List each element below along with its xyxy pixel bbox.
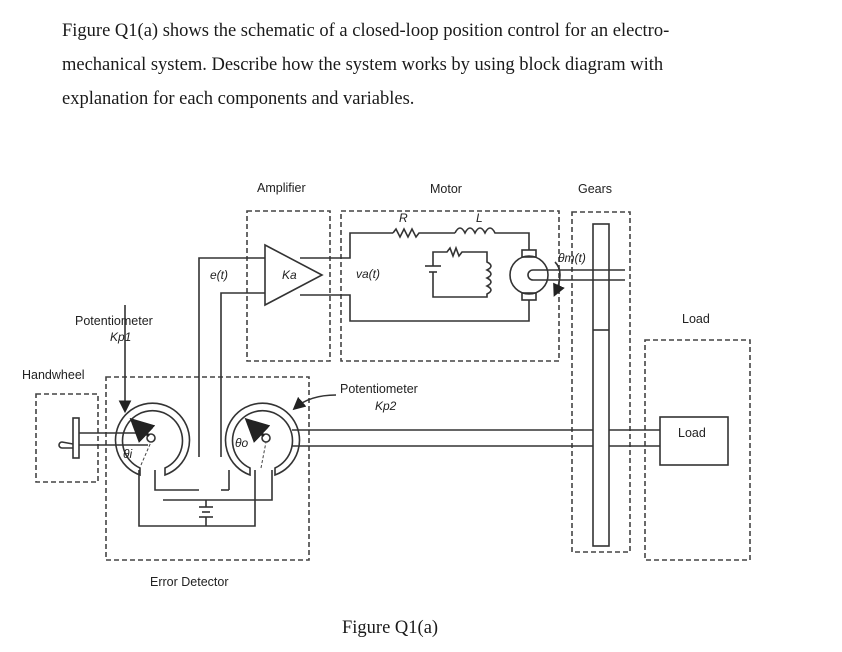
handwheel-icon <box>72 417 80 459</box>
motor-brush-top <box>521 249 537 258</box>
output-shaft-right <box>609 429 660 447</box>
gears-box <box>571 211 631 553</box>
motor-brush-bottom <box>521 292 537 301</box>
handwheel-label: Handwheel <box>22 368 85 382</box>
load-box <box>659 416 729 466</box>
gears-label: Gears <box>578 182 612 196</box>
pot1-wiper-arrow-icon <box>129 417 156 444</box>
amplifier-box <box>246 210 331 362</box>
potentiometer-1-icon <box>114 402 191 477</box>
handwheel-crank <box>58 441 74 449</box>
handwheel-box <box>35 393 99 483</box>
error-wire-top <box>198 257 265 457</box>
pot2-pointer-arrow-icon <box>292 394 337 411</box>
error-detector-box <box>105 376 310 561</box>
pot1-label: Potentiometer <box>75 314 153 328</box>
armature-voltage-label: va(t) <box>356 267 380 281</box>
pot2-gain-label: Kp2 <box>375 399 397 413</box>
motor-shaft <box>527 269 625 281</box>
motor-label: Motor <box>430 182 462 196</box>
amplifier-triangle <box>264 243 324 307</box>
field-circuit <box>432 245 492 298</box>
inductor-L <box>454 227 530 250</box>
pot2-label: Potentiometer <box>340 382 418 396</box>
error-wire-bottom <box>220 292 265 457</box>
amplifier-label: Amplifier <box>257 181 306 195</box>
gear-bar <box>592 223 610 547</box>
load-group-label: Load <box>682 312 710 326</box>
error-detector-label: Error Detector <box>150 575 229 589</box>
input-angle-label: θi <box>123 447 133 461</box>
pot2-dash <box>260 441 267 469</box>
bridge-wire-1 <box>154 470 199 491</box>
pot1-gain-label: Kp1 <box>110 330 131 344</box>
rotation-arrow-icon <box>553 261 565 297</box>
resistor-R <box>392 227 455 239</box>
handwheel-shaft <box>79 432 148 446</box>
pot1-dash <box>140 441 152 466</box>
potentiometer-2-icon <box>224 402 301 477</box>
load-group-box <box>644 339 751 561</box>
bridge-supply-top <box>163 470 273 501</box>
motor-icon <box>509 255 549 295</box>
question-text: Figure Q1(a) shows the schematic of a cl… <box>62 14 762 116</box>
motor-angle-label: θm(t) <box>558 251 586 265</box>
question-line-3: explanation for each components and vari… <box>62 89 415 109</box>
resistance-label: R <box>399 211 408 225</box>
armature-wire-top <box>300 232 393 259</box>
inductance-label: L <box>476 211 483 225</box>
figure-caption: Figure Q1(a) <box>342 618 439 638</box>
error-signal-label: e(t) <box>210 268 228 282</box>
output-shaft-left <box>292 429 593 447</box>
armature-wire-bottom <box>300 294 530 322</box>
amp-gain-label: Ka <box>282 268 297 282</box>
pot2-wiper-arrow-icon <box>244 417 271 444</box>
question-line-1: Figure Q1(a) shows the schematic of a cl… <box>62 21 670 41</box>
bridge-supply-bottom <box>138 470 256 527</box>
question-line-2: mechanical system. Describe how the syst… <box>62 55 664 75</box>
output-angle-label: θo <box>235 436 249 450</box>
load-box-label: Load <box>678 426 706 440</box>
